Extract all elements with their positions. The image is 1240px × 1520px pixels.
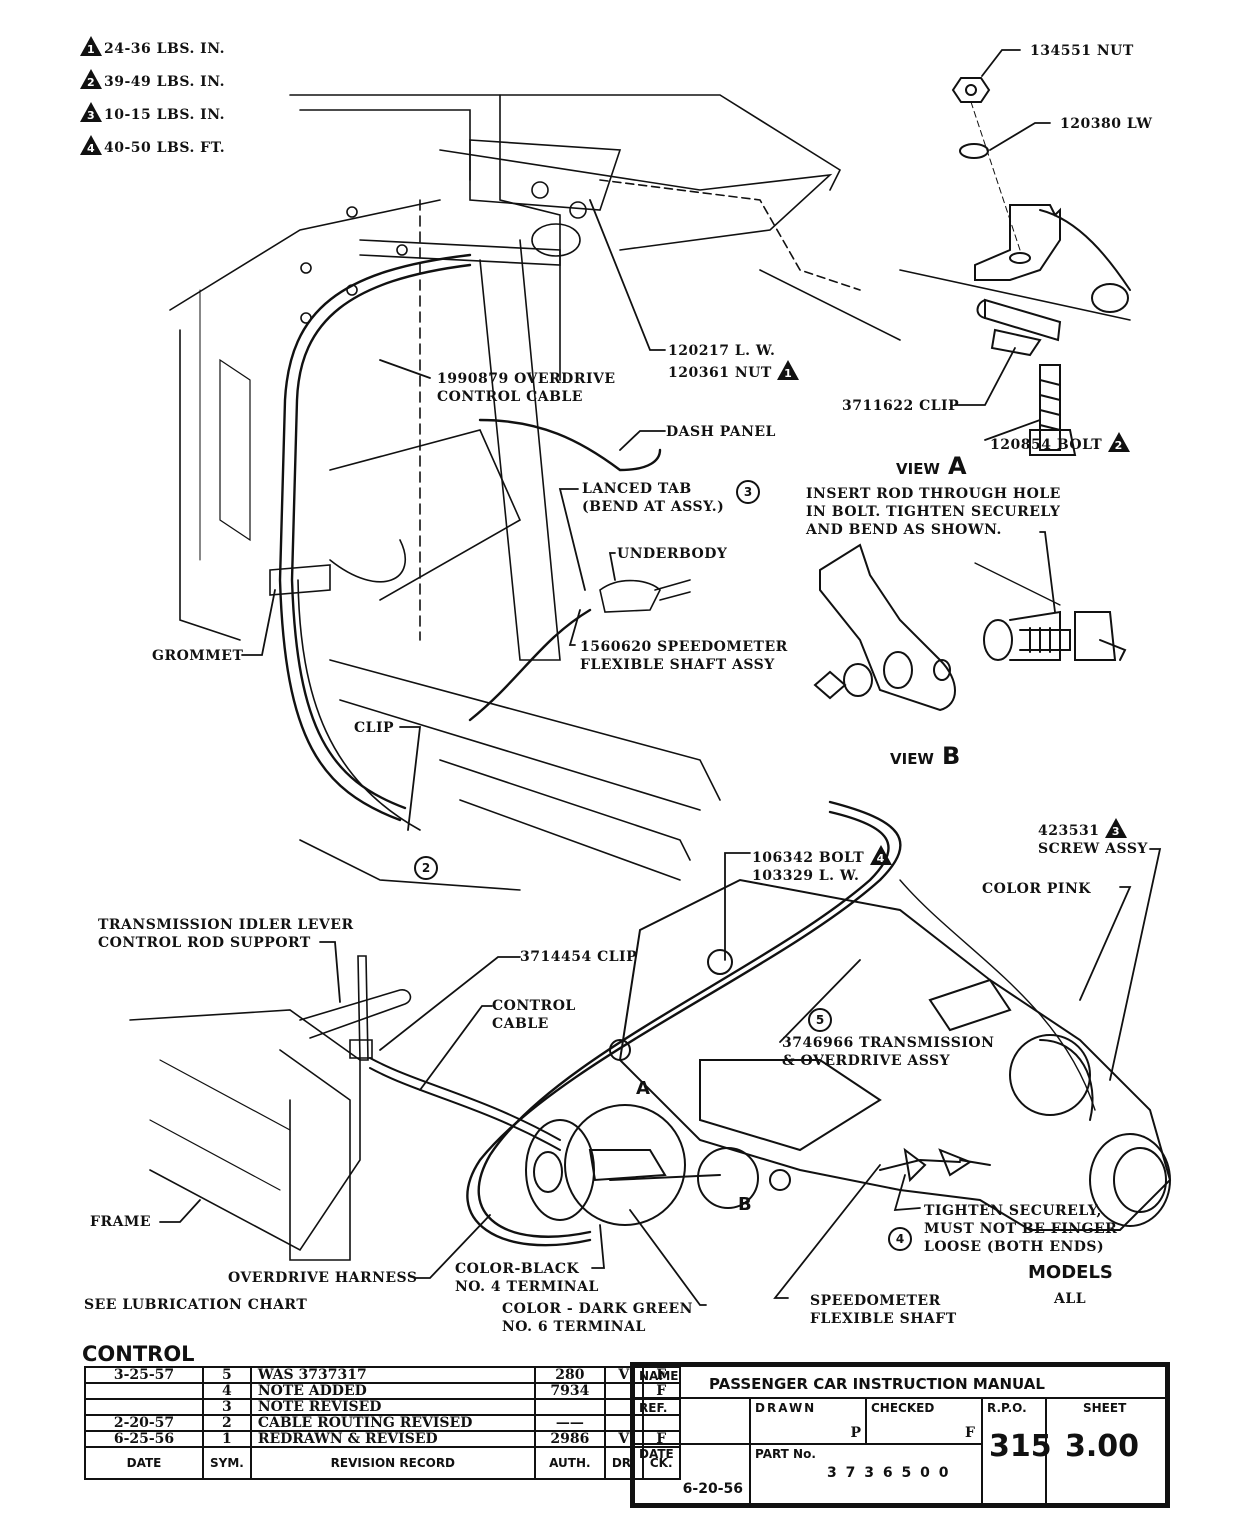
torque-triangle-icon: 2: [1107, 432, 1130, 452]
torque-triangle-icon: 4: [80, 135, 102, 155]
label-3746966-transmission: 3746966 TRANSMISSION & OVERDRIVE ASSY: [782, 1035, 995, 1069]
overdrive-control-cable: [269, 253, 662, 831]
table-row: 2-20-57 2 CABLE ROUTING REVISED ——: [84, 1414, 681, 1432]
label-134551-nut: 134551 NUT: [1030, 43, 1134, 59]
label-frame: FRAME: [90, 1214, 152, 1230]
label-overdrive-control-cable: 1990879 OVERDRIVE CONTROL CABLE: [437, 371, 616, 405]
view-a-assembly: [899, 77, 1131, 456]
note-circle-3: 3: [736, 480, 760, 504]
col-header-dr: DR.: [603, 1446, 644, 1480]
label-clip: CLIP: [354, 720, 395, 736]
note-circle-5: 5: [808, 1008, 832, 1032]
col-header-sym: SYM.: [202, 1446, 252, 1480]
title-block: NAME PASSENGER CAR INSTRUCTION MANUAL RE…: [630, 1362, 1170, 1508]
torque-triangle-icon: 3: [80, 102, 102, 122]
label-120380-lw: 120380 LW: [1060, 116, 1153, 132]
drawing-name: PASSENGER CAR INSTRUCTION MANUAL: [709, 1375, 1045, 1393]
label-3711622-clip: 3711622 CLIP: [842, 398, 960, 414]
table-row: 4 NOTE ADDED 7934 F: [84, 1382, 681, 1400]
sheet-number: 3.00: [1065, 1429, 1140, 1464]
label-3714454-clip: 3714454 CLIP: [520, 949, 638, 965]
dash-panel-structure: [169, 94, 901, 891]
col-header-date: DATE: [84, 1446, 204, 1480]
label-color-black-terminal: COLOR-BLACK NO. 4 TERMINAL: [455, 1261, 599, 1295]
transmission-assembly: [609, 878, 1172, 1231]
label-color-pink: COLOR PINK: [982, 881, 1091, 897]
underbody-detail: [599, 579, 691, 613]
label-tighten-securely: TIGHTEN SECURELY, MUST NOT BE FINGER LOO…: [924, 1203, 1118, 1255]
label-lanced-tab: LANCED TAB (BEND AT ASSY.): [582, 481, 725, 515]
lower-control-cable: [369, 800, 1096, 1247]
table-row: 6-25-56 1 REDRAWN & REVISED 2986 V F: [84, 1430, 681, 1448]
table-row: 3 NOTE REVISED: [84, 1398, 681, 1416]
view-b-assembly: [813, 543, 1127, 712]
part-number-cell: PART No. 3 7 3 6 5 0 0: [749, 1443, 983, 1505]
label-120217-lw-120361-nut: 120217 L. W. 120361 NUT 1: [668, 342, 801, 382]
col-header-record: REVISION RECORD: [249, 1446, 536, 1480]
label-overdrive-harness: OVERDRIVE HARNESS: [228, 1270, 418, 1286]
label-speedometer-flexible-shaft: SPEEDOMETER FLEXIBLE SHAFT: [810, 1293, 957, 1327]
detail-a-marker: A: [636, 1078, 650, 1099]
note-circle-2: 2: [414, 856, 438, 880]
models-title: MODELS: [1028, 1262, 1113, 1283]
torque-triangle-icon: 3: [1104, 818, 1127, 838]
view-b-instruction: INSERT ROD THROUGH HOLE IN BOLT. TIGHTEN…: [806, 486, 1061, 538]
label-1560620-speedometer-shaft: 1560620 SPEEDOMETER FLEXIBLE SHAFT ASSY: [580, 639, 788, 673]
label-control-cable: CONTROL CABLE: [492, 998, 576, 1032]
rpo-cell: R.P.O. 315: [981, 1397, 1052, 1505]
rpo-number: 315: [989, 1429, 1052, 1464]
table-header-row: DATE SYM. REVISION RECORD AUTH. DR. CK.: [84, 1446, 681, 1480]
part-number: 3 7 3 6 5 0 0: [827, 1465, 951, 1481]
note-circle-4: 4: [888, 1227, 912, 1251]
label-106342-bolt-103329-lw: 106342 BOLT 4 103329 L. W.: [752, 845, 894, 885]
torque-triangle-icon: 4: [869, 845, 892, 865]
ref-cell: REF.: [633, 1397, 751, 1445]
label-grommet: GROMMET: [152, 648, 244, 664]
torque-triangle-icon: 1: [777, 360, 800, 380]
label-see-lubrication-chart: SEE LUBRICATION CHART: [84, 1297, 308, 1313]
col-header-ck: CK.: [641, 1446, 681, 1480]
speedometer-shaft-lower: [879, 1147, 991, 1183]
label-423531-screw-assy: 423531 3 SCREW ASSY: [1038, 818, 1148, 858]
label-color-dark-green-terminal: COLOR - DARK GREEN NO. 6 TERMINAL: [502, 1301, 693, 1335]
table-row: 3-25-57 5 WAS 3737317 280 V F: [84, 1366, 681, 1384]
torque-triangle-icon: 1: [80, 36, 102, 56]
revision-table: 3-25-57 5 WAS 3737317 280 V F 4 NOTE ADD…: [84, 1366, 681, 1480]
name-cell: NAME PASSENGER CAR INSTRUCTION MANUAL: [633, 1365, 1167, 1399]
label-120854-bolt: 120854 BOLT 2: [990, 432, 1132, 454]
sheet-cell: SHEET 3.00: [1045, 1397, 1167, 1505]
label-dash-panel: DASH PANEL: [666, 424, 776, 440]
date-cell: DATE 6-20-56: [633, 1443, 751, 1505]
frame-structure: [129, 955, 412, 1261]
label-underbody: UNDERBODY: [617, 546, 728, 562]
col-header-auth: AUTH.: [533, 1446, 606, 1480]
detail-b-marker: B: [738, 1194, 752, 1215]
section-title: CONTROL: [82, 1342, 195, 1366]
detail-circles: [525, 1104, 759, 1226]
leader-lines: [159, 49, 1162, 1306]
models-value: ALL: [1054, 1291, 1087, 1307]
drawn-cell: DRAWN P: [749, 1397, 867, 1445]
label-idler-lever-support: TRANSMISSION IDLER LEVER CONTROL ROD SUP…: [98, 917, 354, 951]
checked-cell: CHECKED F: [865, 1397, 983, 1445]
torque-triangle-icon: 2: [80, 69, 102, 89]
